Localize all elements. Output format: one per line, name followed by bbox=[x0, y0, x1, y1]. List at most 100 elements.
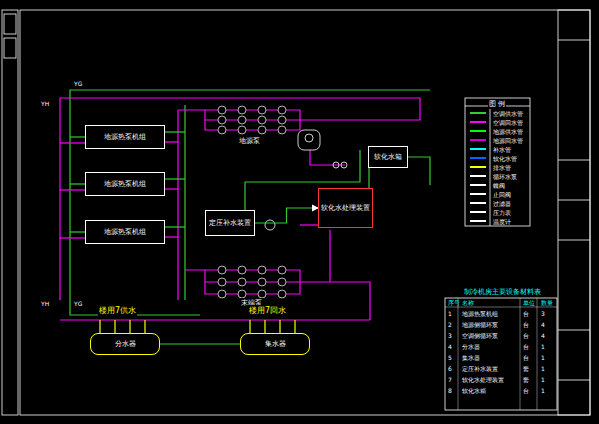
table-cell: 软化水处理装置 bbox=[461, 376, 505, 385]
legend-text: 压力表 bbox=[493, 209, 511, 218]
legend-text: 补水管 bbox=[493, 146, 511, 155]
table-cell: 软化水箱 bbox=[461, 387, 487, 396]
legend-text: 空调回水管 bbox=[493, 119, 523, 128]
table-cell: 1 bbox=[540, 354, 546, 361]
pump-symbol bbox=[238, 116, 246, 124]
equipment-box: 软化水处理装置 bbox=[318, 188, 373, 228]
node-text: 地源热泵机组 bbox=[104, 133, 146, 141]
table-cell: 台 bbox=[522, 343, 530, 352]
table-cell: 1 bbox=[540, 387, 546, 394]
table-cell: 套 bbox=[522, 376, 530, 385]
pump-symbol bbox=[278, 290, 286, 298]
pump-symbol bbox=[218, 290, 226, 298]
table-cell: 5 bbox=[447, 354, 453, 361]
legend-text: 温度计 bbox=[493, 218, 511, 227]
legend-text: 地源回水管 bbox=[493, 137, 523, 146]
table-cell: 台 bbox=[522, 387, 530, 396]
table-cell: 序号 bbox=[447, 299, 461, 308]
table-cell: 集水器 bbox=[461, 354, 481, 363]
legend-text: 过滤器 bbox=[493, 200, 511, 209]
legend-text: 空调供水管 bbox=[493, 110, 523, 119]
node-text: 定压补水装置 bbox=[209, 219, 251, 227]
table-cell: 台 bbox=[522, 321, 530, 330]
pump-symbol bbox=[258, 106, 266, 114]
pipe-label: 图 例 bbox=[488, 99, 506, 109]
table-cell: 4 bbox=[540, 321, 546, 328]
legend-sample bbox=[470, 148, 486, 150]
node-text: 集水器 bbox=[265, 340, 286, 348]
pump-symbol bbox=[278, 106, 286, 114]
pipe-label: YH bbox=[40, 300, 50, 307]
table-cell: 空调侧循环泵 bbox=[461, 332, 499, 341]
legend-text: 软化水管 bbox=[493, 155, 517, 164]
table-cell: 台 bbox=[522, 332, 530, 341]
table-cell: 台 bbox=[522, 310, 530, 319]
pipe-connector bbox=[368, 168, 369, 188]
legend-text: 循环水泵 bbox=[493, 173, 517, 182]
pipe-label: YH bbox=[40, 100, 50, 107]
chiller-unit: 地源热泵机组 bbox=[85, 125, 165, 149]
legend-sample bbox=[470, 130, 486, 132]
legend-sample bbox=[470, 139, 486, 141]
equipment-box: 定压补水装置 bbox=[205, 210, 255, 236]
table-title: 制冷机房主要设备材料表 bbox=[463, 287, 542, 297]
table-cell: 1 bbox=[540, 376, 546, 383]
legend-sample bbox=[470, 202, 486, 204]
table-cell: 分水器 bbox=[461, 343, 481, 352]
pump-symbol bbox=[278, 116, 286, 124]
equipment-box: 软化水箱 bbox=[368, 146, 408, 168]
legend-sample bbox=[470, 121, 486, 123]
node-text: 地源热泵机组 bbox=[104, 180, 146, 188]
pipe-connector bbox=[255, 208, 318, 223]
legend-text: 地源供水管 bbox=[493, 128, 523, 137]
pump-symbol bbox=[218, 116, 226, 124]
node-text: 软化水处理装置 bbox=[321, 204, 370, 212]
pump-symbol bbox=[238, 126, 246, 134]
legend-sample bbox=[470, 211, 486, 213]
legend-sample bbox=[470, 193, 486, 195]
chiller-unit: 地源热泵机组 bbox=[85, 220, 165, 244]
pump-symbol bbox=[218, 278, 226, 286]
table-cell: 名称 bbox=[461, 299, 475, 308]
pump-symbol bbox=[218, 126, 226, 134]
chiller-unit: 地源热泵机组 bbox=[85, 172, 165, 196]
node-text: 分水器 bbox=[115, 340, 136, 348]
table-cell: 1 bbox=[540, 365, 546, 372]
legend-text: 蝶阀 bbox=[493, 182, 505, 191]
legend-text: 止回阀 bbox=[493, 191, 511, 200]
pump-symbol bbox=[238, 290, 246, 298]
pump-symbol bbox=[238, 266, 246, 274]
table-cell: 8 bbox=[447, 387, 453, 394]
pump-symbol bbox=[218, 266, 226, 274]
pump-symbol bbox=[238, 278, 246, 286]
pump-symbol bbox=[258, 126, 266, 134]
table-cell: 1 bbox=[540, 343, 546, 350]
table-cell: 7 bbox=[447, 376, 453, 383]
table-cell: 6 bbox=[447, 365, 453, 372]
table-cell: 1 bbox=[447, 310, 453, 317]
legend-sample bbox=[470, 112, 486, 114]
pump-symbol bbox=[258, 116, 266, 124]
table-cell: 3 bbox=[447, 332, 453, 339]
pipe-label: YG bbox=[73, 80, 83, 87]
table-cell: 定压补水装置 bbox=[461, 365, 499, 374]
legend-text: 排水管 bbox=[493, 164, 511, 173]
pump-symbol bbox=[258, 266, 266, 274]
pipe-label: 地源泵 bbox=[238, 136, 261, 146]
pump-symbol bbox=[258, 290, 266, 298]
pipe-label: 楼用7供水 bbox=[98, 305, 137, 316]
node-text: 软化水箱 bbox=[374, 153, 402, 161]
legend-sample bbox=[470, 175, 486, 177]
legend-sample bbox=[470, 184, 486, 186]
pump-symbol bbox=[278, 278, 286, 286]
pump-symbol bbox=[278, 126, 286, 134]
table-cell: 套 bbox=[522, 365, 530, 374]
node-text: 地源热泵机组 bbox=[104, 228, 146, 236]
pipe-label: 楼用7回水 bbox=[248, 305, 287, 316]
table-cell: 地源热泵机组 bbox=[461, 310, 499, 319]
table-cell: 台 bbox=[522, 354, 530, 363]
table-cell: 3 bbox=[540, 310, 546, 317]
header-vessel: 分水器 bbox=[90, 333, 160, 355]
legend-sample bbox=[470, 166, 486, 168]
header-vessel: 集水器 bbox=[240, 333, 310, 355]
